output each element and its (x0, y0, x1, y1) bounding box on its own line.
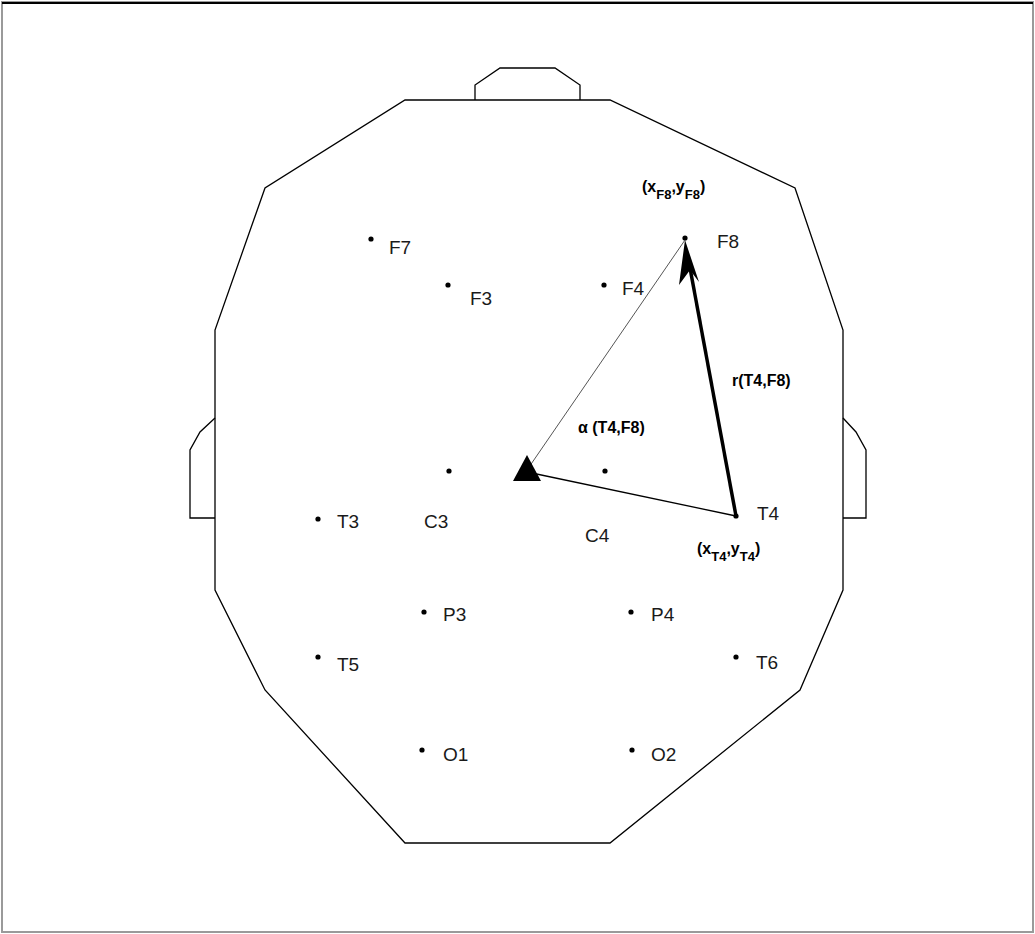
electrode-label: O2 (651, 744, 676, 766)
arrow-head (679, 240, 699, 285)
coordinate-label: ,y (726, 538, 739, 560)
electrode-label: F8 (717, 231, 739, 253)
coordinate-label: F8 (685, 184, 700, 206)
vector-label: r(T4,F8) (732, 370, 791, 392)
electrode-label: F7 (389, 237, 411, 259)
coordinate-label: T4 (740, 546, 755, 568)
left-ear (190, 418, 215, 518)
electrode-label: T6 (756, 652, 778, 674)
vector-arrow (690, 268, 736, 516)
electrode-label: T3 (337, 511, 359, 533)
nose (475, 68, 580, 100)
coordinate-label: F8 (656, 184, 671, 206)
coordinate-label: (x (697, 538, 711, 560)
head-outline (215, 100, 843, 843)
electrode-label: C4 (585, 525, 609, 547)
center-marker (513, 455, 541, 481)
electrode-label: T5 (337, 654, 359, 676)
coordinate-label: ,y (671, 176, 684, 198)
coordinate-label: T4 (711, 546, 726, 568)
frame-top (2, 2, 1033, 4)
electrode-label: F4 (622, 278, 644, 300)
coordinate-label: ) (700, 176, 705, 198)
angle-line (527, 240, 685, 470)
electrode-dots (315, 235, 738, 752)
right-ear (843, 418, 866, 518)
electrode-label: C3 (424, 511, 448, 533)
electrode-label: O1 (443, 744, 468, 766)
electrode-label: F3 (470, 288, 492, 310)
angle-line (527, 472, 736, 516)
coordinate-label: ) (755, 538, 760, 560)
electrode-label: P3 (443, 604, 466, 626)
electrode-label: P4 (651, 604, 674, 626)
electrode-label: T4 (757, 503, 779, 525)
coordinate-label: (x (642, 176, 656, 198)
angle-label: α (T4,F8) (578, 417, 645, 439)
